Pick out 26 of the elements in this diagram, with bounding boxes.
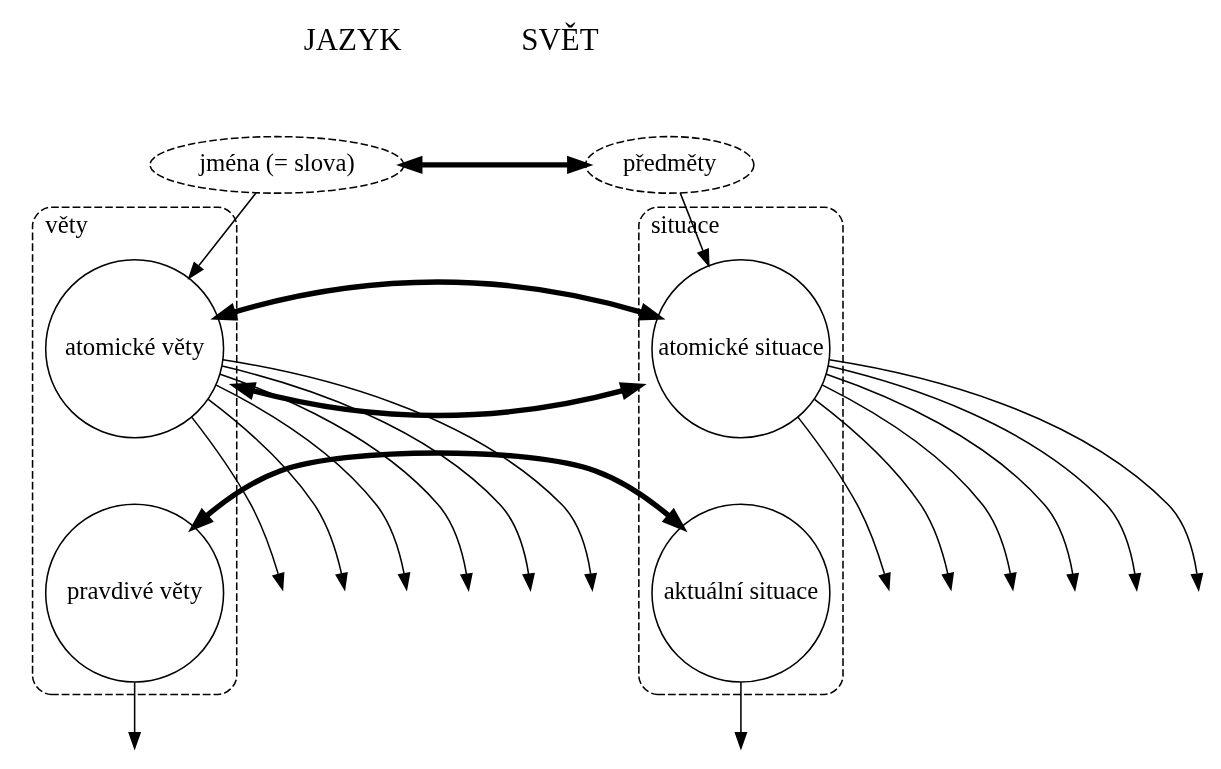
arrow bbox=[209, 279, 665, 321]
arrow bbox=[186, 192, 257, 281]
arrow bbox=[221, 359, 597, 592]
label: SVĚT bbox=[520, 21, 599, 57]
arrow bbox=[821, 384, 1017, 592]
node-ellipse: předměty bbox=[584, 135, 755, 194]
arrow bbox=[813, 398, 954, 592]
node-circle: aktuální situace bbox=[650, 503, 831, 683]
arrow bbox=[827, 365, 1141, 592]
arrow bbox=[207, 398, 348, 592]
arrow bbox=[127, 681, 141, 751]
arrow bbox=[733, 681, 747, 751]
arrow bbox=[228, 382, 647, 419]
arrow bbox=[187, 450, 688, 533]
arrow bbox=[220, 365, 535, 592]
node-circle: atomické situace bbox=[650, 259, 831, 439]
arrow bbox=[395, 155, 593, 175]
node-circle: pravdivé věty bbox=[44, 503, 224, 683]
arrow bbox=[825, 373, 1079, 592]
arrow bbox=[218, 373, 473, 592]
arrow bbox=[190, 416, 284, 592]
arrow bbox=[827, 359, 1203, 592]
arrow bbox=[215, 384, 410, 592]
node-ellipse: jména (= slova) bbox=[148, 135, 405, 194]
label: JAZYK bbox=[303, 21, 402, 57]
arrow bbox=[796, 416, 891, 592]
